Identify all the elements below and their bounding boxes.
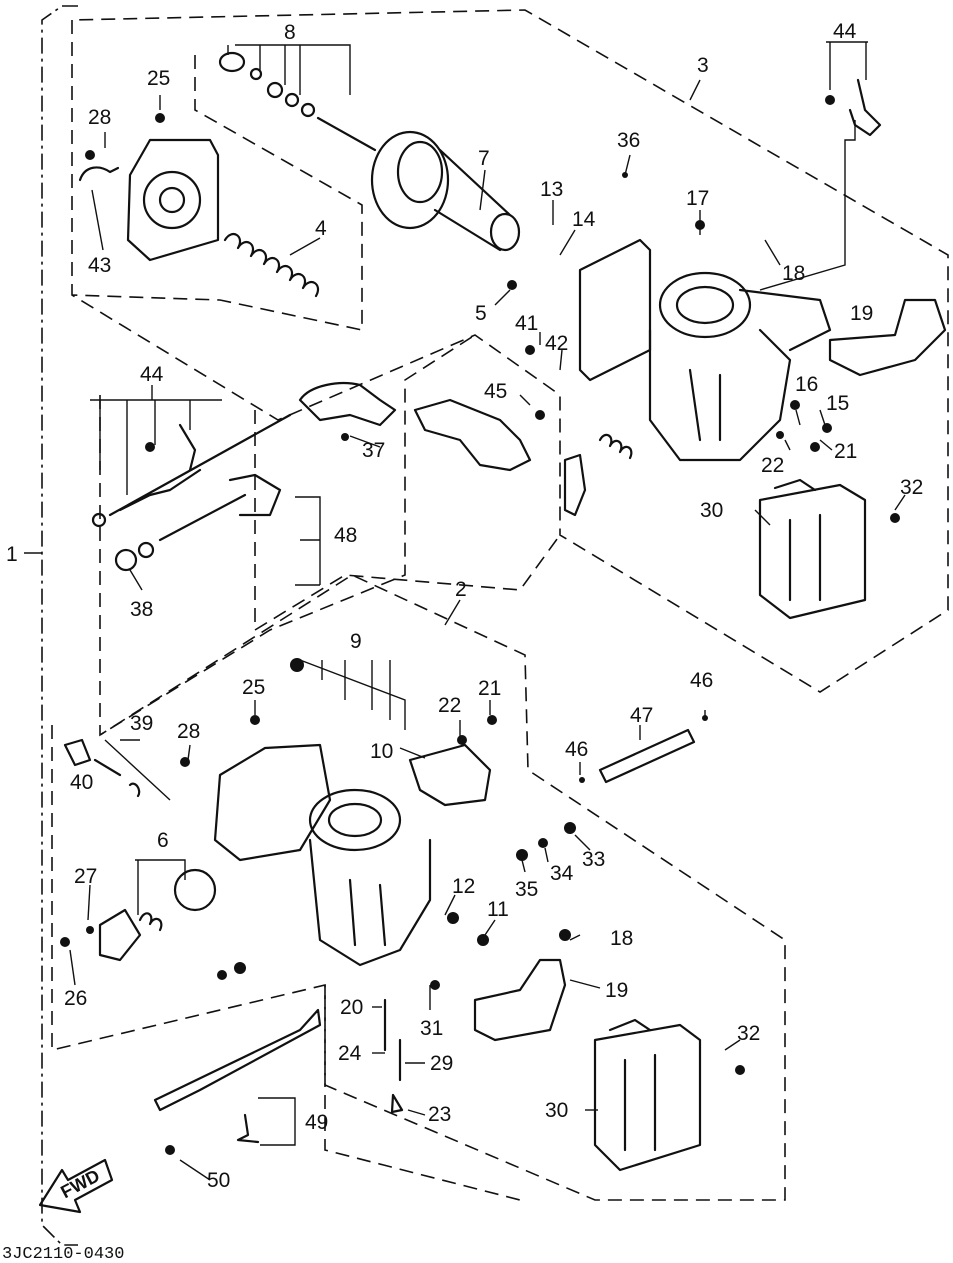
- lower-float-bowl: [593, 1018, 702, 1172]
- label-5: 5: [475, 302, 487, 325]
- label-6: 6: [157, 829, 169, 852]
- label-41: 41: [515, 312, 538, 335]
- label-43: 43: [88, 254, 111, 277]
- label-21-upper: 21: [834, 440, 857, 463]
- air-filter-subgroup: [71, 55, 363, 331]
- drawing-code: 3JC2110-0430: [2, 1245, 124, 1263]
- assembly-1-outline: [41, 5, 78, 1246]
- label-19-lower: 19: [605, 979, 628, 1002]
- label-44-middle: 44: [140, 363, 164, 386]
- label-9: 9: [350, 630, 362, 653]
- label-38: 38: [130, 598, 153, 621]
- label-12: 12: [452, 875, 475, 898]
- label-18-lower: 18: [610, 927, 633, 950]
- part-labels: 1 2 3 4 5 6 7 8 9 10 11 12 13 14 15 16 1…: [6, 20, 923, 1192]
- elbow-part: [298, 382, 397, 427]
- parts-drawing: [63, 51, 947, 1172]
- label-26: 26: [64, 987, 87, 1010]
- label-28-lower: 28: [177, 720, 200, 743]
- leader-lines: [24, 41, 906, 1181]
- label-1: 1: [6, 543, 18, 566]
- label-10: 10: [370, 740, 393, 763]
- fwd-arrow: FWD: [38, 1158, 114, 1214]
- label-30-upper: 30: [700, 499, 723, 522]
- assembly-outlines: [41, 5, 949, 1246]
- label-40: 40: [70, 771, 93, 794]
- top-cover-part: [78, 138, 220, 262]
- label-21-lower: 21: [478, 677, 501, 700]
- label-31: 31: [420, 1017, 443, 1040]
- upper-lever-part: [848, 78, 882, 137]
- bottom-link-plate: [153, 1008, 322, 1112]
- label-39: 39: [130, 712, 153, 735]
- throttle-shaft-assembly: [91, 413, 292, 572]
- label-37: 37: [362, 439, 385, 462]
- label-32-lower: 32: [737, 1022, 760, 1045]
- label-14: 14: [572, 208, 596, 231]
- lower-carburetor-body: [213, 743, 492, 967]
- label-25-upper: 25: [147, 67, 170, 90]
- choke-cover-part: [98, 868, 217, 962]
- jet-parts-20-24-29: [383, 998, 404, 1114]
- mid-bracket-part: [413, 398, 532, 472]
- label-11: 11: [487, 898, 509, 921]
- label-49: 49: [305, 1111, 328, 1134]
- label-15: 15: [826, 392, 849, 415]
- label-17: 17: [686, 187, 709, 210]
- label-33: 33: [582, 848, 605, 871]
- label-36: 36: [617, 129, 640, 152]
- label-16: 16: [795, 373, 818, 396]
- label-44-upper: 44: [833, 20, 857, 43]
- mid-spring-part: [598, 433, 633, 460]
- label-46-left: 46: [565, 738, 588, 761]
- label-35: 35: [515, 878, 538, 901]
- assembly-2-outline: [51, 574, 786, 1201]
- assembly-3-outline: [71, 9, 949, 693]
- label-47: 47: [630, 704, 653, 727]
- needle-set-part: [218, 51, 377, 152]
- link-subgroup-outline: [99, 334, 476, 737]
- label-46-right: 46: [690, 669, 713, 692]
- joint-tube-part: [598, 728, 696, 784]
- label-27: 27: [74, 865, 97, 888]
- plate-subgroup-outline: [254, 410, 561, 632]
- fasteners: [60, 95, 900, 1155]
- label-13: 13: [540, 178, 563, 201]
- label-20: 20: [340, 996, 363, 1019]
- piston-diaphragm-part: [370, 130, 521, 252]
- label-32-upper: 32: [900, 476, 923, 499]
- label-24: 24: [338, 1042, 362, 1065]
- label-19-upper: 19: [850, 302, 873, 325]
- upper-link-part: [828, 298, 947, 377]
- label-25-lower: 25: [242, 676, 265, 699]
- label-45: 45: [484, 380, 507, 403]
- choke-plunger-part: [63, 738, 141, 798]
- label-42: 42: [545, 332, 568, 355]
- label-30-lower: 30: [545, 1099, 568, 1122]
- label-22-lower: 22: [438, 694, 461, 717]
- label-3: 3: [697, 54, 709, 77]
- label-22-upper: 22: [761, 454, 784, 477]
- label-18-upper: 18: [782, 262, 805, 285]
- label-7: 7: [478, 147, 490, 170]
- lower-sub-outline: [324, 985, 521, 1201]
- spring-part: [223, 233, 320, 298]
- screw-49: [236, 1113, 260, 1144]
- label-50: 50: [207, 1169, 230, 1192]
- label-2: 2: [455, 578, 467, 601]
- label-4: 4: [315, 217, 327, 240]
- label-28-upper: 28: [88, 106, 111, 129]
- lower-link-part: [473, 958, 567, 1042]
- label-23: 23: [428, 1103, 451, 1126]
- label-29: 29: [430, 1052, 453, 1075]
- upper-carburetor-body: [578, 238, 832, 462]
- label-48: 48: [334, 524, 357, 547]
- label-8: 8: [284, 21, 296, 44]
- upper-float-bowl: [758, 478, 867, 620]
- mid-lever-part: [563, 453, 587, 517]
- label-34: 34: [550, 862, 574, 885]
